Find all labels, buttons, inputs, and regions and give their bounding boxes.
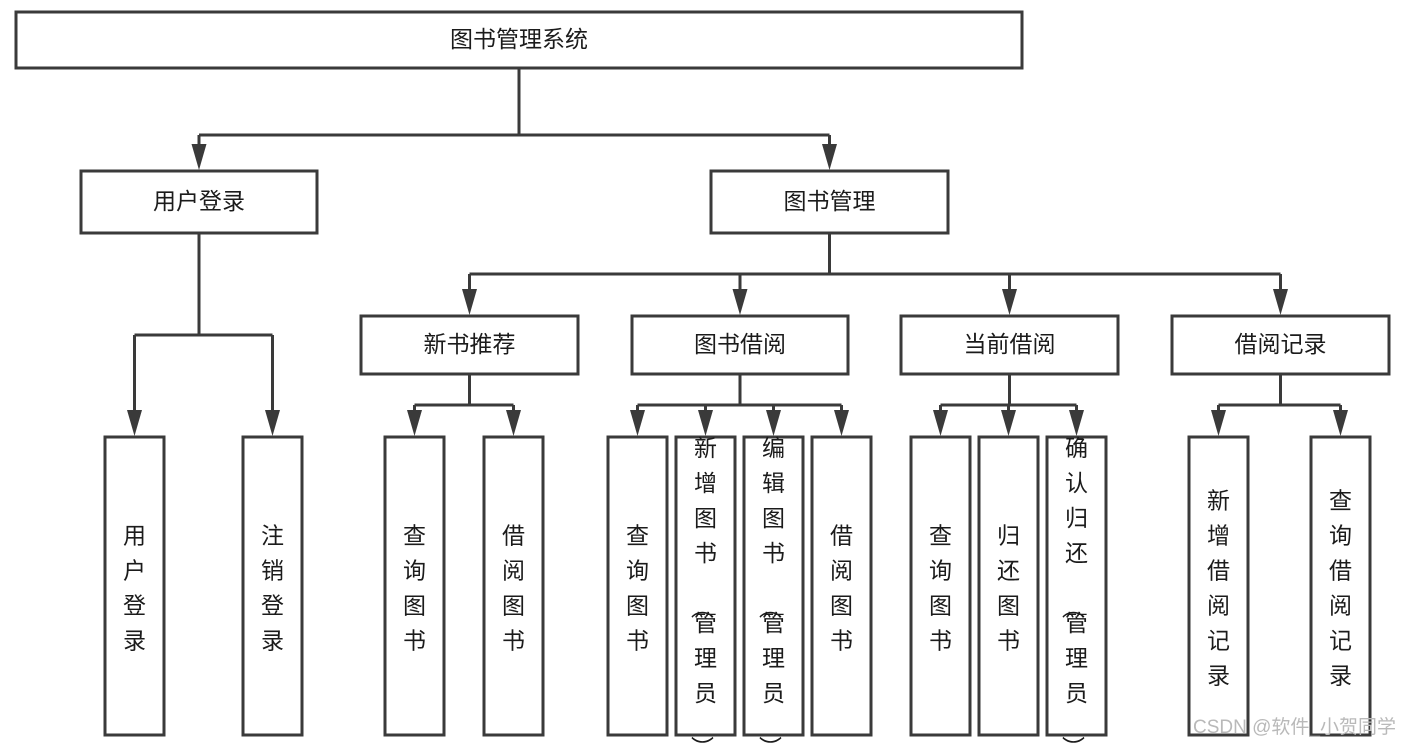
node-label-user-login: 用户登录 — [153, 188, 245, 214]
node-box-leaf-borrow-book-1[interactable] — [482, 435, 545, 737]
node-label-leaf-borrow-book-2: 借阅图书 — [830, 522, 853, 653]
node-label-leaf-query-book-3: 查询图书 — [929, 522, 952, 653]
node-box-leaf-add-record[interactable] — [1187, 435, 1250, 737]
node-layer: 图书管理系统用户登录图书管理新书推荐图书借阅当前借阅借阅记录用户登录注销登录查询… — [14, 10, 1391, 747]
edge-group-current-borrow — [933, 374, 1084, 436]
node-box-leaf-logout[interactable] — [241, 435, 304, 737]
node-book-manage[interactable]: 图书管理 — [709, 169, 950, 235]
node-label-leaf-edit-book: 编辑图书（管理员） — [757, 435, 785, 747]
node-leaf-query-book-3[interactable]: 查询图书 — [909, 435, 972, 737]
node-label-root: 图书管理系统 — [450, 26, 588, 52]
node-label-book-borrow: 图书借阅 — [694, 331, 786, 357]
node-label-leaf-confirm-return: 确认归还（管理员） — [1060, 435, 1088, 747]
node-label-new-book-rec: 新书推荐 — [424, 331, 516, 357]
node-box-leaf-query-record[interactable] — [1309, 435, 1372, 737]
node-label-borrow-record: 借阅记录 — [1235, 331, 1327, 357]
node-box-current-borrow[interactable] — [899, 314, 1120, 376]
node-leaf-logout[interactable]: 注销登录 — [241, 435, 304, 737]
node-box-leaf-query-book-2[interactable] — [606, 435, 669, 737]
node-label-leaf-user-login: 用户登录 — [123, 522, 146, 653]
csdn-watermark: CSDN @软件_小贺同学 — [1193, 716, 1396, 738]
node-label-book-manage: 图书管理 — [784, 188, 876, 214]
node-label-leaf-borrow-book-1: 借阅图书 — [502, 522, 525, 653]
node-box-leaf-query-book-1[interactable] — [383, 435, 446, 737]
node-label-leaf-logout: 注销登录 — [261, 522, 284, 653]
connector-layer — [127, 68, 1348, 436]
node-leaf-user-login[interactable]: 用户登录 — [103, 435, 166, 737]
node-label-leaf-query-record: 查询借阅记录 — [1329, 487, 1352, 688]
node-borrow-record[interactable]: 借阅记录 — [1170, 314, 1391, 376]
edge-group-book-manage — [462, 233, 1288, 315]
node-root[interactable]: 图书管理系统 — [14, 10, 1024, 70]
node-leaf-return-book[interactable]: 归还图书 — [977, 435, 1040, 737]
node-label-leaf-query-book-2: 查询图书 — [626, 522, 649, 653]
node-box-book-borrow[interactable] — [630, 314, 850, 376]
edge-group-borrow-record — [1211, 374, 1348, 436]
node-leaf-borrow-book-2[interactable]: 借阅图书 — [810, 435, 873, 737]
edge-group-user-login — [127, 233, 280, 436]
node-box-leaf-borrow-book-2[interactable] — [810, 435, 873, 737]
node-leaf-query-record[interactable]: 查询借阅记录 — [1309, 435, 1372, 737]
node-label-leaf-query-book-1: 查询图书 — [403, 522, 426, 653]
node-user-login[interactable]: 用户登录 — [79, 169, 319, 235]
node-box-leaf-user-login[interactable] — [103, 435, 166, 737]
node-label-leaf-return-book: 归还图书 — [997, 522, 1020, 653]
node-label-leaf-add-record: 新增借阅记录 — [1207, 487, 1230, 688]
node-box-user-login[interactable] — [79, 169, 319, 235]
node-leaf-confirm-return[interactable]: 确认归还（管理员） — [1045, 435, 1108, 747]
edge-group-book-borrow — [630, 374, 849, 436]
node-leaf-query-book-1[interactable]: 查询图书 — [383, 435, 446, 737]
node-box-leaf-confirm-return[interactable] — [1045, 435, 1108, 737]
node-leaf-add-record[interactable]: 新增借阅记录 — [1187, 435, 1250, 737]
node-leaf-edit-book[interactable]: 编辑图书（管理员） — [742, 435, 805, 747]
node-book-borrow[interactable]: 图书借阅 — [630, 314, 850, 376]
edge-group-new-book-rec — [407, 374, 521, 436]
node-label-current-borrow: 当前借阅 — [964, 331, 1056, 357]
node-box-new-book-rec[interactable] — [359, 314, 580, 376]
node-box-leaf-add-book[interactable] — [674, 435, 737, 737]
node-leaf-borrow-book-1[interactable]: 借阅图书 — [482, 435, 545, 737]
node-new-book-rec[interactable]: 新书推荐 — [359, 314, 580, 376]
edge-group-root — [191, 68, 837, 170]
node-box-borrow-record[interactable] — [1170, 314, 1391, 376]
node-leaf-query-book-2[interactable]: 查询图书 — [606, 435, 669, 737]
node-label-leaf-add-book: 新增图书（管理员） — [689, 435, 717, 747]
node-box-book-manage[interactable] — [709, 169, 950, 235]
node-box-leaf-return-book[interactable] — [977, 435, 1040, 737]
node-leaf-add-book[interactable]: 新增图书（管理员） — [674, 435, 737, 747]
node-current-borrow[interactable]: 当前借阅 — [899, 314, 1120, 376]
node-box-leaf-edit-book[interactable] — [742, 435, 805, 737]
node-box-leaf-query-book-3[interactable] — [909, 435, 972, 737]
node-box-root[interactable] — [14, 10, 1024, 70]
